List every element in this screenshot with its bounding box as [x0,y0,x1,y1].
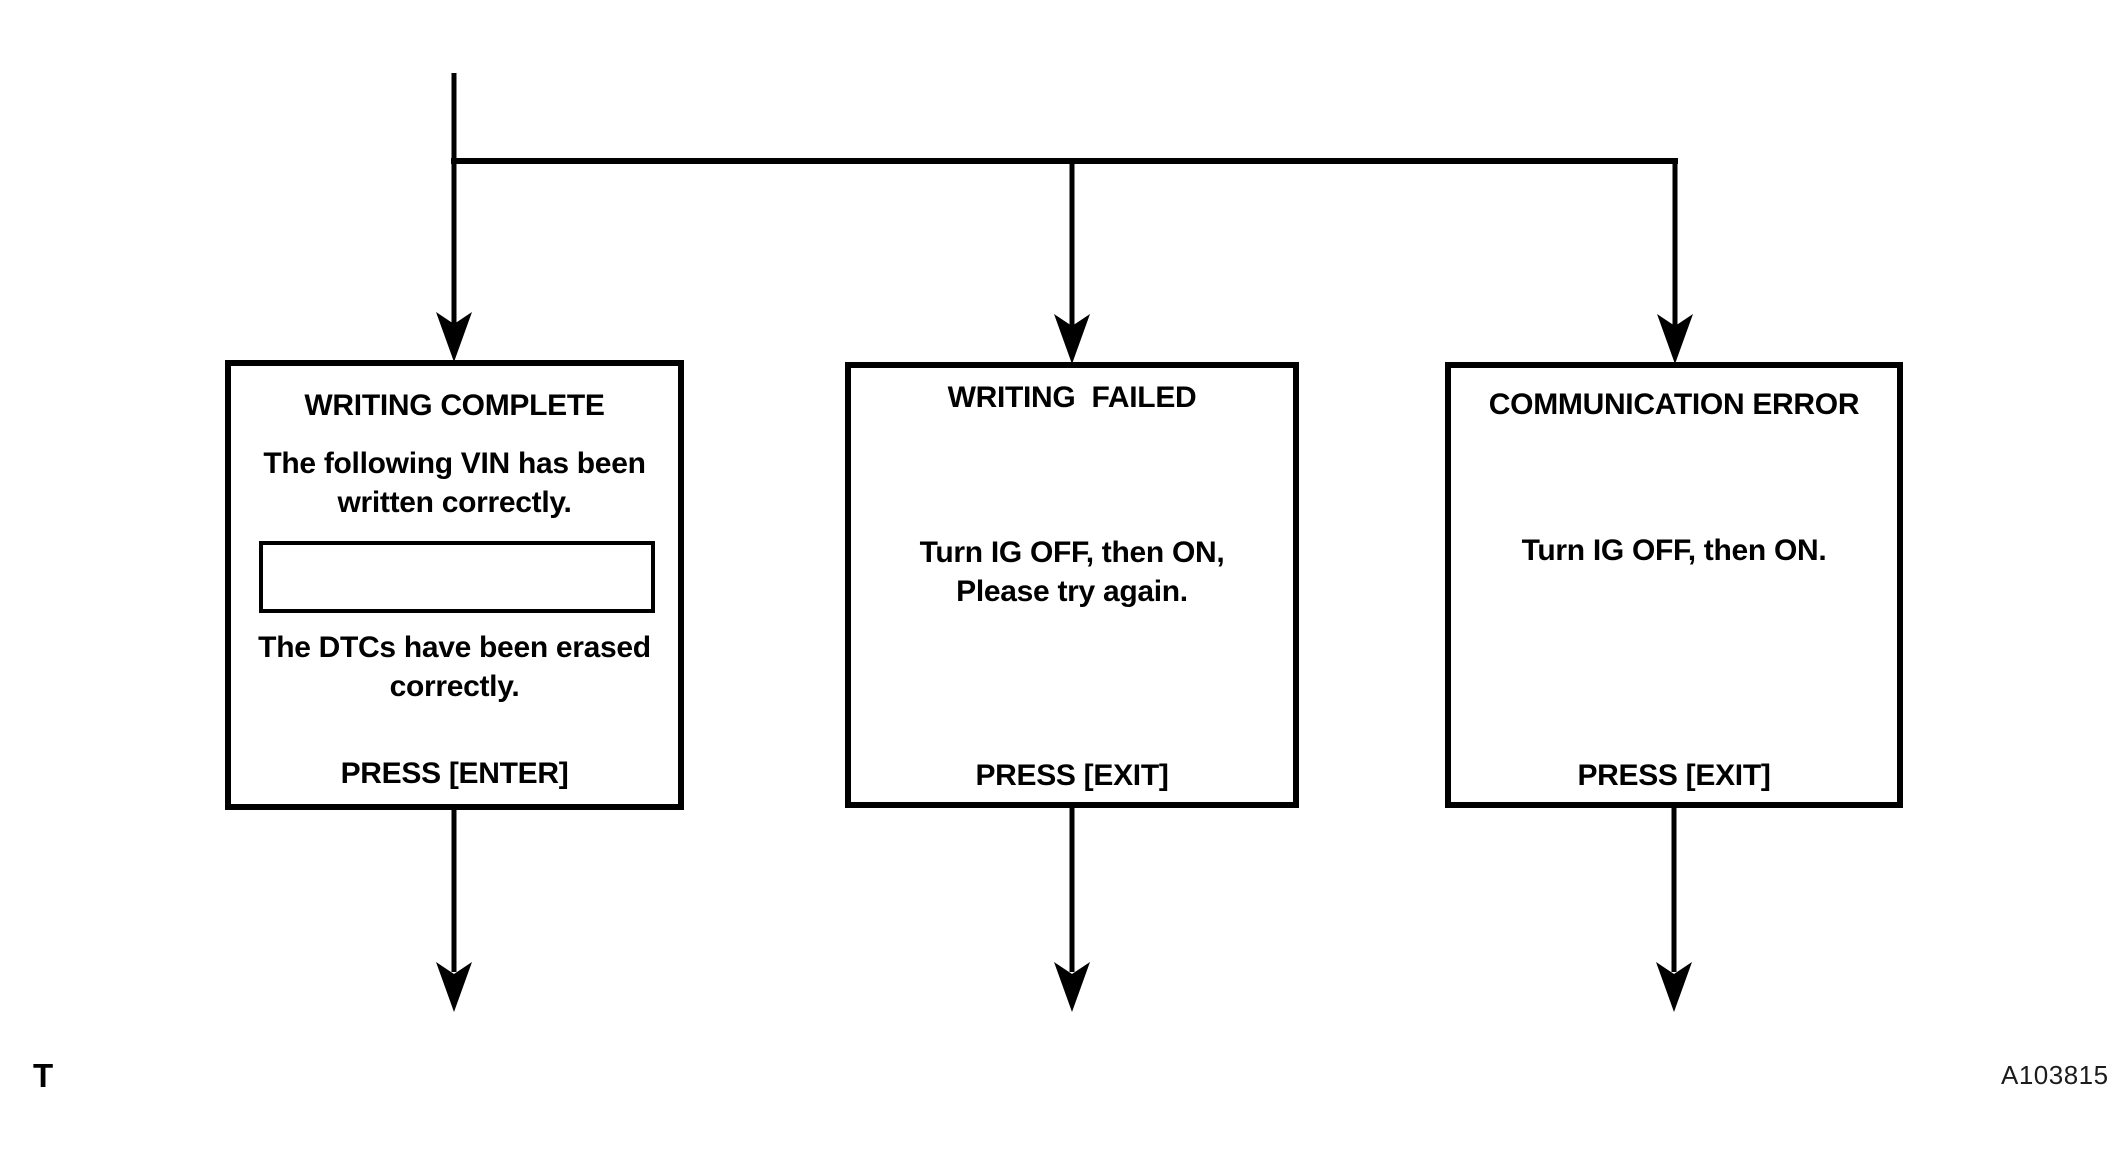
press-instruction: PRESS [EXIT] [1577,759,1771,792]
connector-arrow-out-writing-complete [436,810,472,1012]
box-message-dtc: The DTCs have been erased correctly. [258,631,651,703]
page-marker-label: T [33,1057,54,1094]
press-instruction: PRESS [EXIT] [975,759,1169,792]
connector-arrow-out-communication-error [1656,808,1692,1012]
connector-arrow-communication-error [1657,161,1693,364]
box-title: WRITING COMPLETE [304,389,605,422]
screen-box-writing-complete: WRITING COMPLETE The following VIN has b… [225,360,684,810]
screen-box-communication-error: COMMUNICATION ERROR Turn IG OFF, then ON… [1445,362,1903,808]
connector-arrow-out-writing-failed [1054,808,1090,1012]
connector-arrow-writing-failed [1054,161,1090,364]
box-message: Turn IG OFF, then ON. [1521,534,1827,567]
press-instruction: PRESS [ENTER] [340,757,569,790]
figure-code-label: A103815 [2001,1060,2109,1090]
screen-box-writing-failed: WRITING FAILED Turn IG OFF, then ON, Ple… [845,362,1299,808]
box-message: Turn IG OFF, then ON, Please try again. [919,536,1225,608]
vin-display-field [259,541,655,613]
box-title: WRITING FAILED [947,381,1197,414]
box-title: COMMUNICATION ERROR [1488,388,1860,421]
box-message-vin: The following VIN has been written corre… [263,447,646,519]
connector-arrow-writing-complete [436,161,472,362]
